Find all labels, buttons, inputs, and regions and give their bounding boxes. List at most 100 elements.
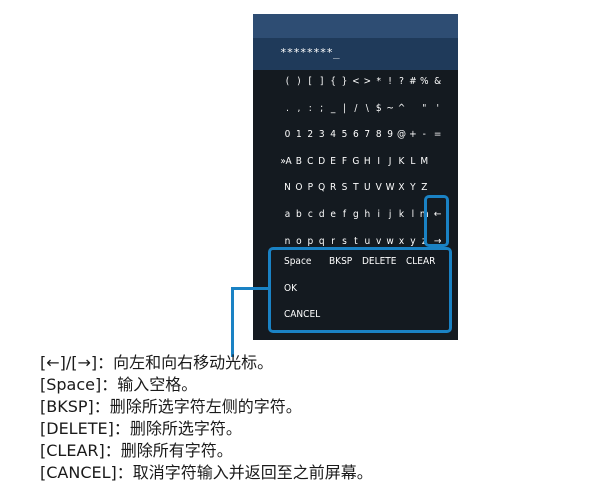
character-key[interactable]: U [364,182,371,193]
character-key[interactable]: ( [285,76,290,87]
character-key[interactable]: # [409,76,417,87]
character-key[interactable]: Q [318,182,326,193]
character-key[interactable]: 6 [353,129,359,140]
character-key[interactable]: D [318,156,326,167]
character-key[interactable]: b [296,209,302,220]
character-key[interactable]: d [318,209,325,220]
space-button[interactable]: Space [284,256,312,267]
character-key[interactable]: Z [421,182,428,193]
character-key[interactable]: G [352,156,360,167]
delete-button[interactable]: DELETE [362,256,397,267]
character-key[interactable]: > [363,76,372,87]
character-key[interactable]: { [330,76,336,87]
character-key[interactable]: l [411,209,415,220]
character-key[interactable]: . [286,103,289,114]
character-key[interactable]: 2 [307,129,314,140]
character-key[interactable]: I [377,156,381,167]
character-key[interactable]: x [398,236,405,247]
character-key[interactable]: B [295,156,302,167]
character-key[interactable]: $ [375,103,382,114]
character-key[interactable]: = [433,129,442,140]
character-key[interactable]: f [342,209,347,220]
character-key[interactable]: ~ [386,103,394,114]
cancel-button[interactable]: CANCEL [284,309,321,320]
character-key[interactable]: S [341,182,348,193]
character-key[interactable]: - [422,129,426,140]
character-key[interactable]: o [296,236,302,247]
character-key[interactable]: p [307,236,314,247]
clear-button[interactable]: CLEAR [406,256,436,267]
character-key[interactable]: ; [320,103,324,114]
character-key[interactable]: 9 [387,129,393,140]
character-key[interactable]: @ [397,129,406,140]
character-key[interactable]: _ [330,103,336,114]
character-key[interactable]: »A [280,156,292,167]
character-key[interactable]: } [341,76,348,87]
character-key[interactable]: ) [297,76,301,87]
character-key[interactable]: g [353,209,359,220]
character-key[interactable]: s [342,236,347,247]
character-key[interactable]: V [375,182,382,193]
character-key[interactable]: / [354,103,358,114]
character-key[interactable]: j [388,209,392,220]
character-key[interactable]: , [297,103,301,114]
character-key[interactable]: | [342,103,347,114]
character-key[interactable]: [ [308,76,313,87]
character-key[interactable]: 8 [375,129,382,140]
character-key[interactable]: C [307,156,314,167]
character-key[interactable]: 4 [330,129,336,140]
character-key[interactable]: O [295,182,303,193]
character-key[interactable]: X [398,182,405,193]
character-key[interactable]: J [388,156,392,167]
character-key[interactable]: * [376,76,381,87]
character-key[interactable]: \ [365,103,369,114]
character-key[interactable]: t [354,236,358,247]
character-key[interactable]: F [341,156,348,167]
character-key[interactable]: & [434,76,442,87]
ok-button[interactable]: OK [284,283,297,294]
character-key[interactable]: 3 [318,129,325,140]
character-key[interactable]: ^ [397,103,406,114]
character-key[interactable]: a [284,209,291,220]
character-key[interactable]: u [364,236,371,247]
character-key[interactable]: W [385,182,395,193]
cursor-left-key[interactable]: ← [433,209,442,220]
character-key[interactable]: 5 [341,129,348,140]
character-key[interactable]: q [318,236,325,247]
character-key[interactable]: i [377,209,380,220]
character-key[interactable]: N [284,182,291,193]
character-key[interactable]: < [352,76,360,87]
character-key[interactable]: 7 [364,129,371,140]
character-key[interactable]: v [376,236,382,247]
character-key[interactable]: r [331,236,335,247]
character-key[interactable]: 0 [284,129,291,140]
character-key[interactable]: y [410,236,416,247]
character-key[interactable]: ] [319,76,324,87]
character-key[interactable]: E [330,156,336,167]
bksp-button[interactable]: BKSP [329,256,353,267]
text-input-bar[interactable]: ********_ [253,38,458,70]
character-key[interactable]: P [307,182,314,193]
character-key[interactable]: 1 [296,129,302,140]
character-key[interactable]: ? [399,76,404,87]
character-key[interactable]: T [353,182,359,193]
character-key[interactable]: Y [410,182,416,193]
character-key[interactable]: " [422,103,427,114]
character-key[interactable]: e [330,209,336,220]
character-key[interactable]: R [329,182,337,193]
character-key[interactable]: ' [436,103,439,114]
character-key[interactable]: K [398,156,405,167]
character-key[interactable]: % [420,76,429,87]
character-key[interactable]: c [307,209,313,220]
character-key[interactable]: + [409,129,417,140]
cursor-right-key[interactable]: → [433,236,442,247]
character-key[interactable]: h [364,209,371,220]
character-key[interactable]: L [410,156,416,167]
character-key[interactable]: : [308,103,312,114]
character-key[interactable]: M [420,156,429,167]
character-key[interactable]: ! [388,76,392,87]
character-key[interactable]: H [363,156,371,167]
character-key[interactable]: n [284,236,291,247]
character-key[interactable]: w [386,236,394,247]
character-key[interactable]: k [398,209,405,220]
